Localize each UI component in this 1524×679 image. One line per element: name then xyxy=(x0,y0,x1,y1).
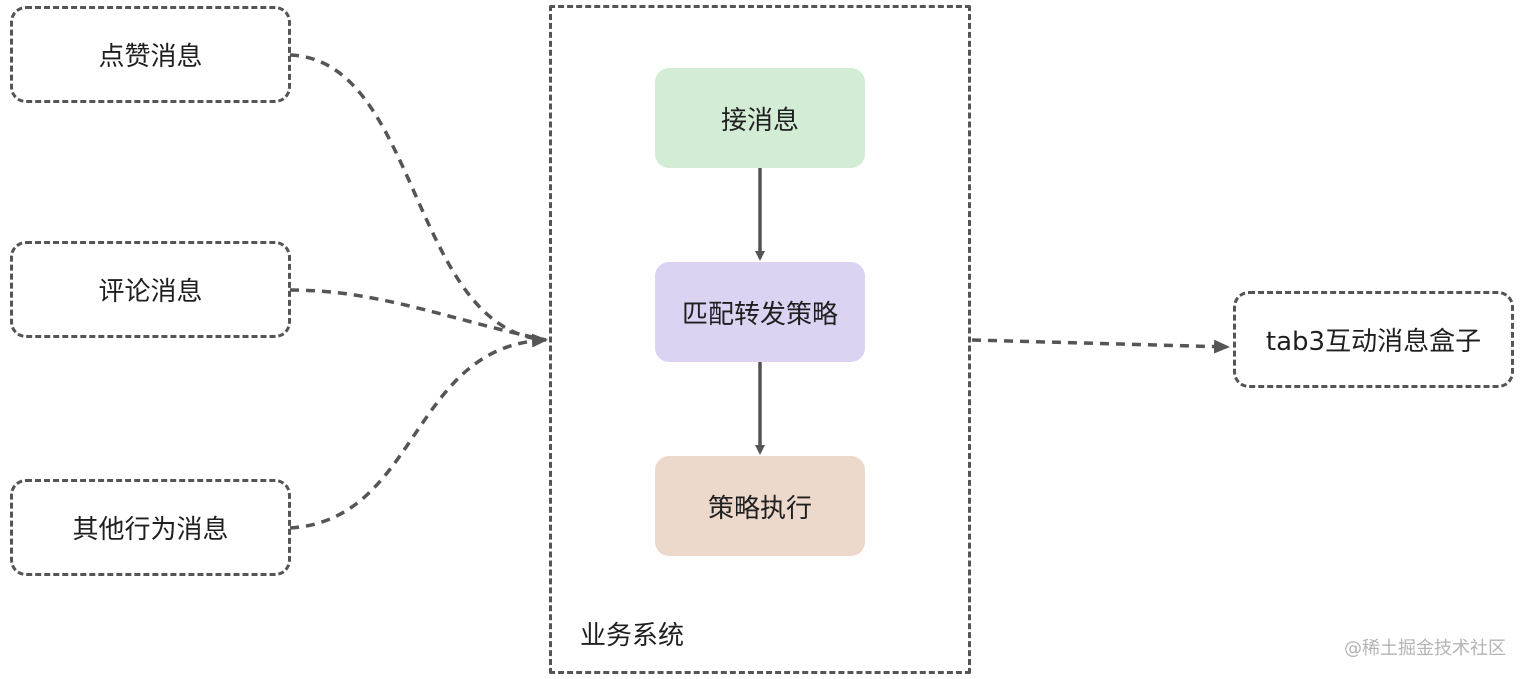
step-receive-label: 接消息 xyxy=(720,105,799,136)
step-match-label: 匹配转发策略 xyxy=(681,299,838,330)
step-match-node: 匹配转发策略 xyxy=(655,262,865,362)
step-execute-label: 策略执行 xyxy=(707,493,812,524)
target-label: tab3互动消息盒子 xyxy=(1265,327,1482,357)
source-other-label: 其他行为消息 xyxy=(72,515,229,545)
step-execute-node: 策略执行 xyxy=(655,456,865,556)
source-comment-node: 评论消息 xyxy=(10,241,291,338)
edge-system-to-target xyxy=(971,338,1230,354)
edge-like-to-system xyxy=(289,53,547,342)
source-other-node: 其他行为消息 xyxy=(10,479,291,576)
step-receive-node: 接消息 xyxy=(655,68,865,168)
target-node: tab3互动消息盒子 xyxy=(1233,291,1514,388)
source-like-node: 点赞消息 xyxy=(10,6,291,103)
source-like-label: 点赞消息 xyxy=(98,42,203,72)
watermark-text: @稀土掘金技术社区 xyxy=(1344,638,1506,659)
edge-comment-to-system xyxy=(289,288,547,342)
business-system-label: 业务系统 xyxy=(580,621,685,651)
edge-other-to-system xyxy=(289,333,548,530)
source-comment-label: 评论消息 xyxy=(98,277,203,307)
business-system-container xyxy=(549,5,971,674)
